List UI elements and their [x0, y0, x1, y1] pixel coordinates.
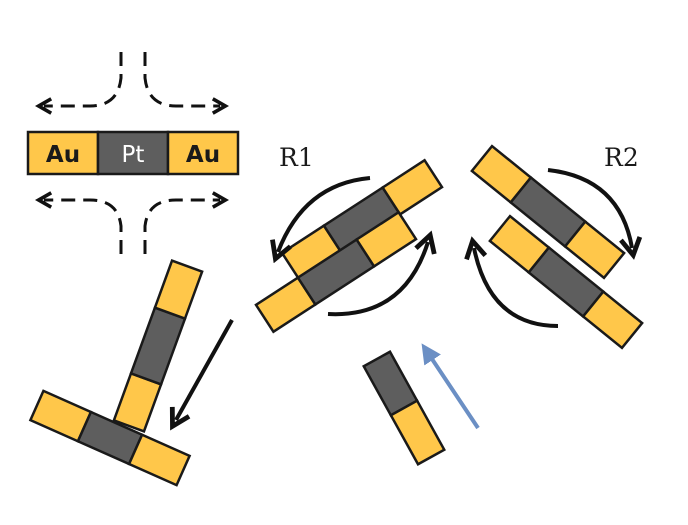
janus-au-segment [389, 399, 446, 466]
label-au-right: Au [186, 142, 220, 168]
r1-rod-front [254, 210, 418, 334]
janus-rod [362, 343, 480, 466]
pt-segment [96, 130, 170, 176]
r2-arrow-lower [464, 236, 559, 328]
t-shaped-assembly [28, 259, 234, 487]
r2-rod-front [488, 214, 644, 350]
r1-arrow-upper [270, 176, 371, 264]
label-r1: R1 [279, 143, 314, 172]
flow-streamlines [34, 52, 230, 254]
stem-rod [112, 259, 204, 433]
streamline-top-right [143, 52, 230, 115]
streamline-bottom-right [143, 191, 230, 254]
r2-rod-back [470, 144, 626, 280]
crossbar-rod [28, 389, 192, 487]
streamline-top-left [34, 52, 123, 115]
label-au-left: Au [46, 142, 80, 168]
r2-arrow-upper [547, 168, 643, 260]
translation-arrow [169, 319, 234, 431]
rotation-pair-r2: R2 [464, 143, 644, 350]
label-pt: Pt [122, 142, 145, 168]
rotation-pair-r1: R1 [254, 143, 444, 334]
streamline-bottom-left [34, 191, 123, 254]
labeled-rod-schematic: Au Pt Au [26, 52, 240, 254]
au-pt-au-rod: Au Pt Au [26, 130, 240, 176]
r1-rod-back [280, 158, 444, 282]
au-segment-left [26, 130, 100, 176]
au-segment-right [166, 130, 240, 176]
blue-direction-arrow [421, 343, 480, 430]
r1-arrow-lower [327, 230, 437, 317]
label-r2: R2 [604, 143, 639, 172]
